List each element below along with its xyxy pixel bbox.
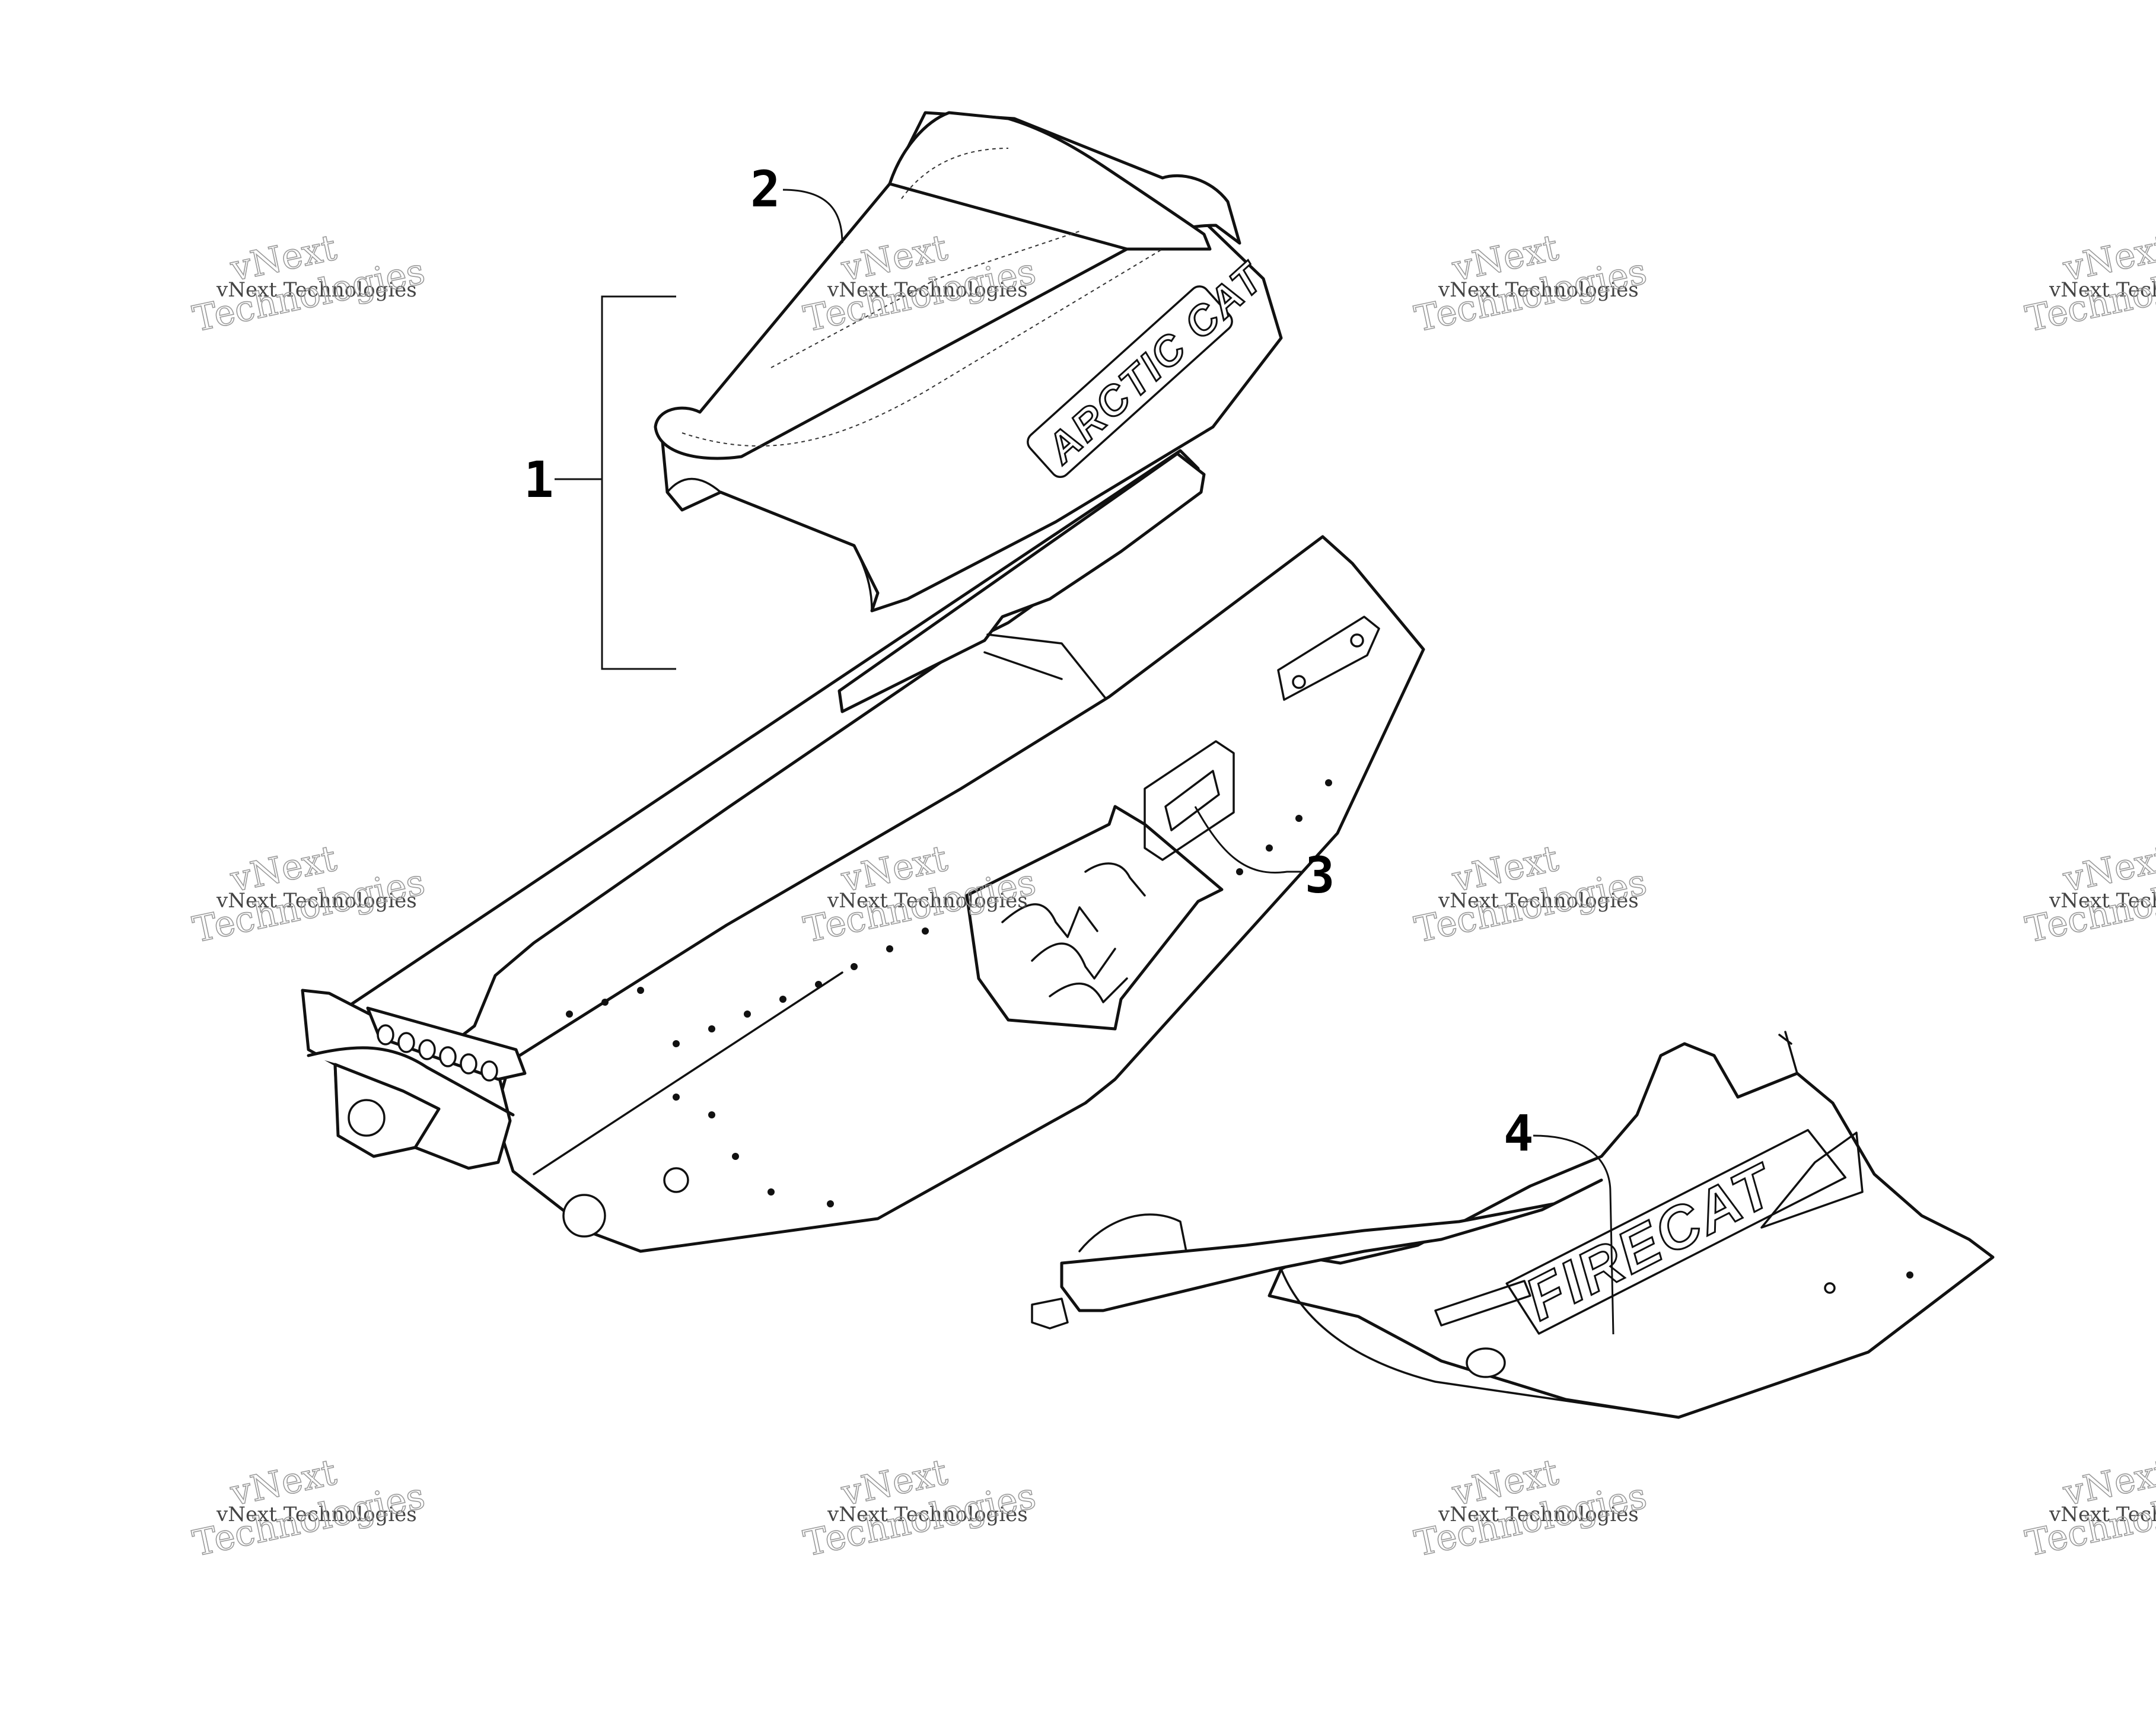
- svg-text:vNext Technologies: vNext Technologies: [216, 1503, 417, 1526]
- callouts: 2 1 3 4: [524, 160, 1614, 1335]
- svg-text:vNext Technologies: vNext Technologies: [827, 278, 1028, 302]
- callout-2: 2: [750, 160, 781, 218]
- callout-4: 4: [1504, 1104, 1534, 1162]
- svg-text:vNext Technologies: vNext Technologies: [216, 278, 417, 302]
- svg-text:vNext Technologies: vNext Technologies: [2049, 278, 2156, 302]
- svg-text:vNext Technologies: vNext Technologies: [1438, 1503, 1639, 1526]
- svg-text:vNext Technologies: vNext Technologies: [827, 1503, 1028, 1526]
- seat-assembly: ARCTIC CAT: [654, 111, 1283, 613]
- svg-text:vNext Technologies: vNext Technologies: [2049, 889, 2156, 913]
- svg-text:vNext Technologies: vNext Technologies: [216, 889, 417, 913]
- assembly-bracket: [555, 295, 676, 670]
- tunnel-assembly: [301, 449, 1425, 1253]
- front-panel-assembly: FIRECAT: [1031, 1031, 1995, 1419]
- svg-text:vNext Technologies: vNext Technologies: [2049, 1503, 2156, 1526]
- callout-1: 1: [524, 451, 554, 509]
- rivet-dots: [566, 779, 1332, 1207]
- svg-text:vNext Technologies: vNext Technologies: [1438, 278, 1639, 302]
- callout-3: 3: [1305, 846, 1335, 904]
- hitch-holes: [377, 1024, 498, 1082]
- svg-text:vNext Technologies: vNext Technologies: [1438, 889, 1639, 913]
- svg-text:vNext Technologies: vNext Technologies: [827, 889, 1028, 913]
